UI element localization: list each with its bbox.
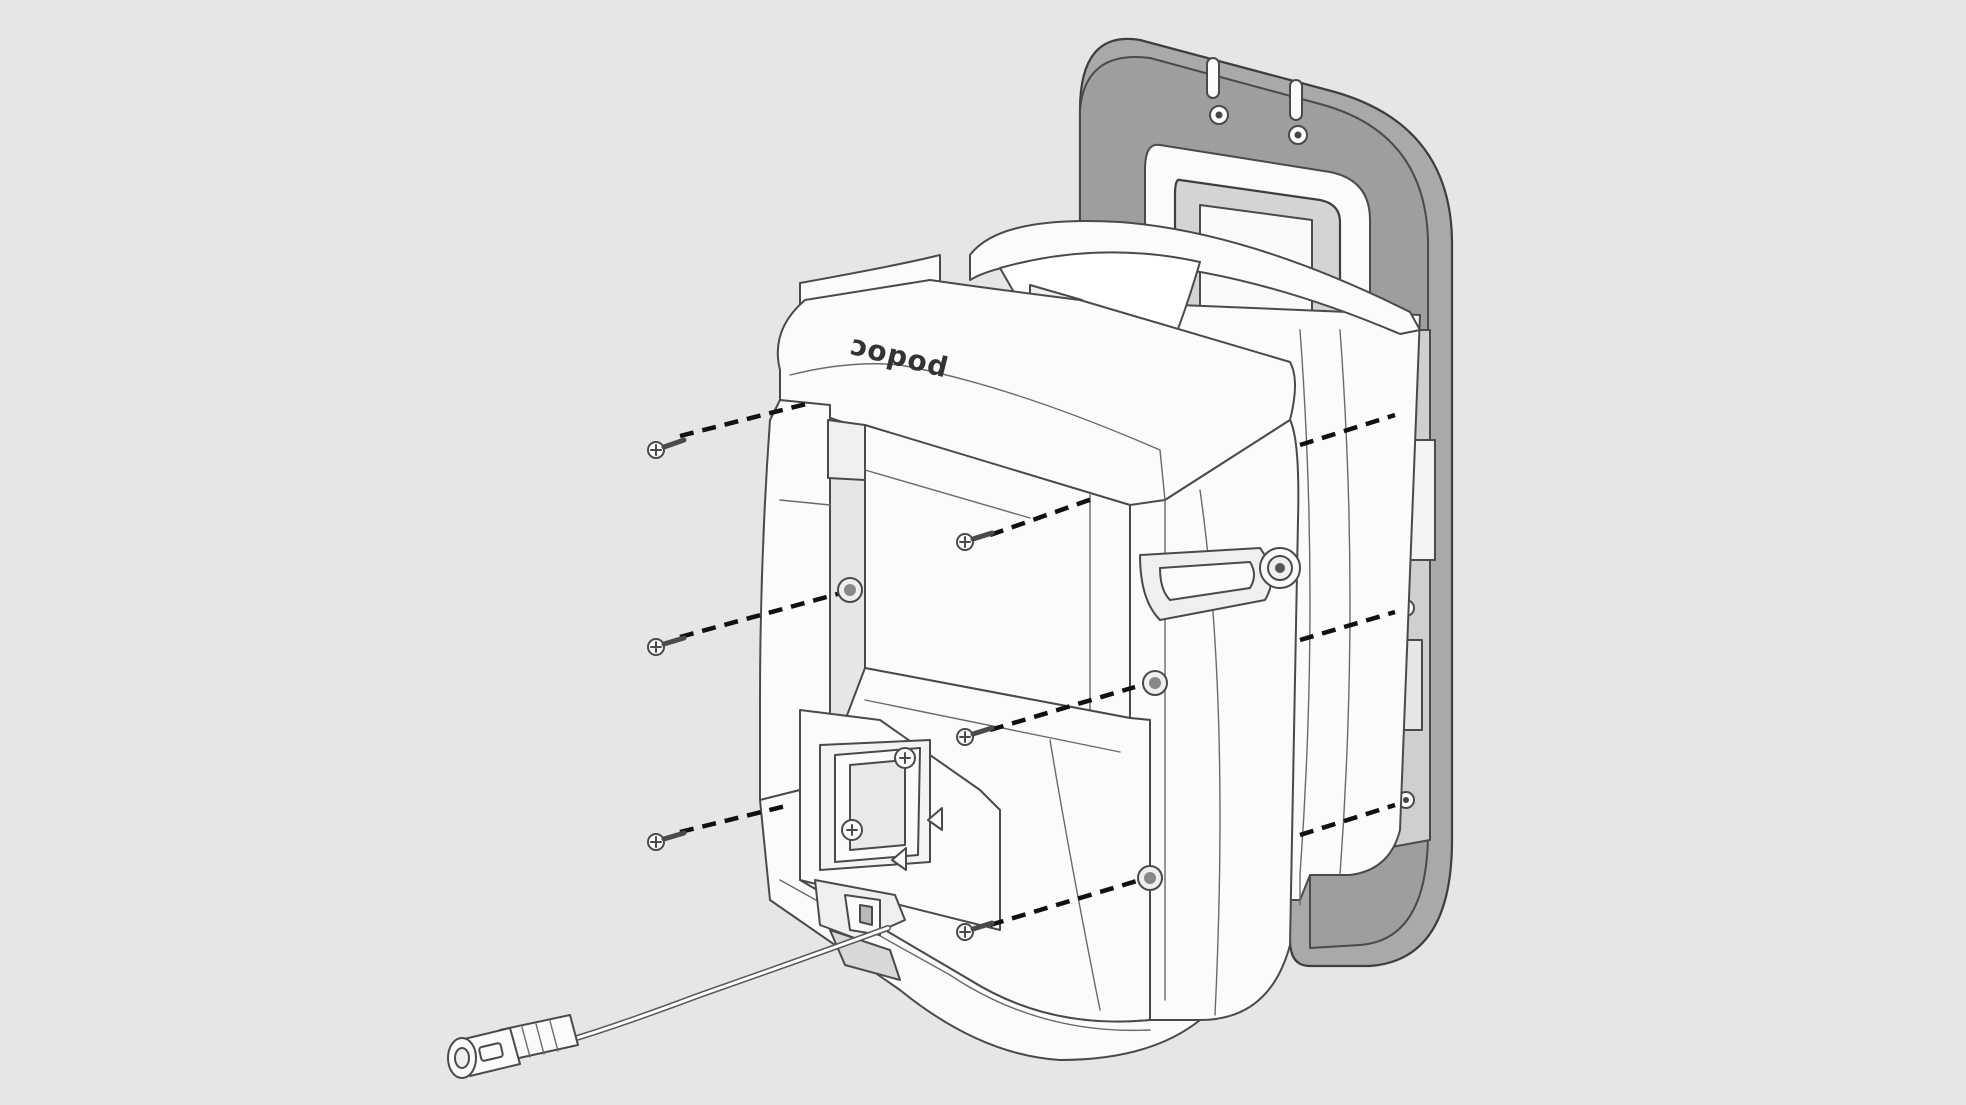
screw-left-3 (647, 802, 791, 851)
screw-center-3 (956, 877, 1141, 941)
holder-front-body: podoc (759, 254, 1301, 1061)
keyhole-slot-left (1206, 57, 1229, 125)
keyhole-slot-right (1288, 79, 1308, 145)
mounting-screws (647, 400, 1396, 941)
screw-center-1 (956, 495, 1096, 551)
screw-right-3 (1299, 802, 1396, 838)
power-cable (567, 925, 891, 1043)
screw-right-1 (1299, 412, 1396, 448)
screw-left-2 (647, 589, 846, 656)
screw-center-2 (956, 684, 1136, 746)
control-panel (799, 709, 1001, 941)
screw-right-2 (1299, 609, 1396, 643)
cable-connector (447, 1014, 579, 1079)
screw-left-1 (647, 400, 811, 459)
